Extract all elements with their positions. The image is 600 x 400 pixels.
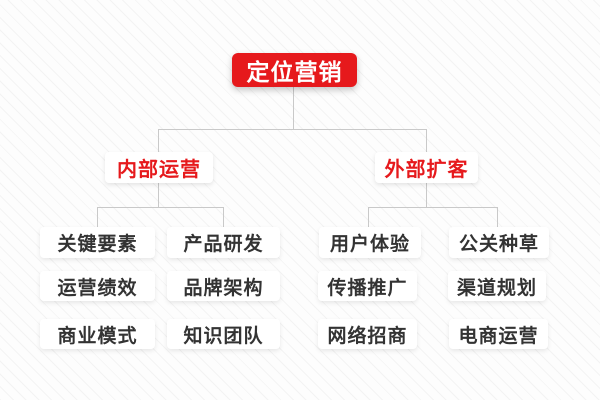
leaf-online-recruitment: 网络招商 xyxy=(318,319,417,349)
leaf-user-experience: 用户体验 xyxy=(319,227,421,258)
node-internal-operations: 内部运营 xyxy=(105,152,213,183)
connector-root-trunk xyxy=(293,87,294,129)
leaf-ecommerce-operations: 电商运营 xyxy=(449,319,548,349)
connector-drop-product-rd xyxy=(223,207,224,227)
leaf-pr-seeding: 公关种草 xyxy=(449,227,549,258)
leaf-key-elements: 关键要素 xyxy=(40,227,155,258)
connector-root-crossbar xyxy=(158,129,427,130)
connector-internal-crossbar xyxy=(97,207,224,208)
leaf-operations-performance: 运营绩效 xyxy=(40,271,155,301)
node-positioning-marketing: 定位营销 xyxy=(232,53,357,87)
node-external-acquisition: 外部扩客 xyxy=(375,152,478,183)
leaf-brand-architecture: 品牌架构 xyxy=(167,271,280,301)
connector-external-trunk xyxy=(426,183,427,207)
leaf-promotion: 传播推广 xyxy=(318,271,417,301)
connector-drop-internal xyxy=(158,129,159,152)
leaf-business-model: 商业模式 xyxy=(40,319,155,349)
connector-drop-key-elements xyxy=(97,207,98,227)
leaf-product-rd: 产品研发 xyxy=(167,227,280,258)
leaf-channel-planning: 渠道规划 xyxy=(448,271,546,301)
connector-internal-trunk xyxy=(158,183,159,207)
leaf-knowledge-team: 知识团队 xyxy=(167,319,280,349)
connector-external-crossbar xyxy=(368,207,498,208)
connector-drop-external xyxy=(426,129,427,152)
connector-drop-user-experience xyxy=(368,207,369,227)
connector-drop-pr-seeding xyxy=(497,207,498,227)
